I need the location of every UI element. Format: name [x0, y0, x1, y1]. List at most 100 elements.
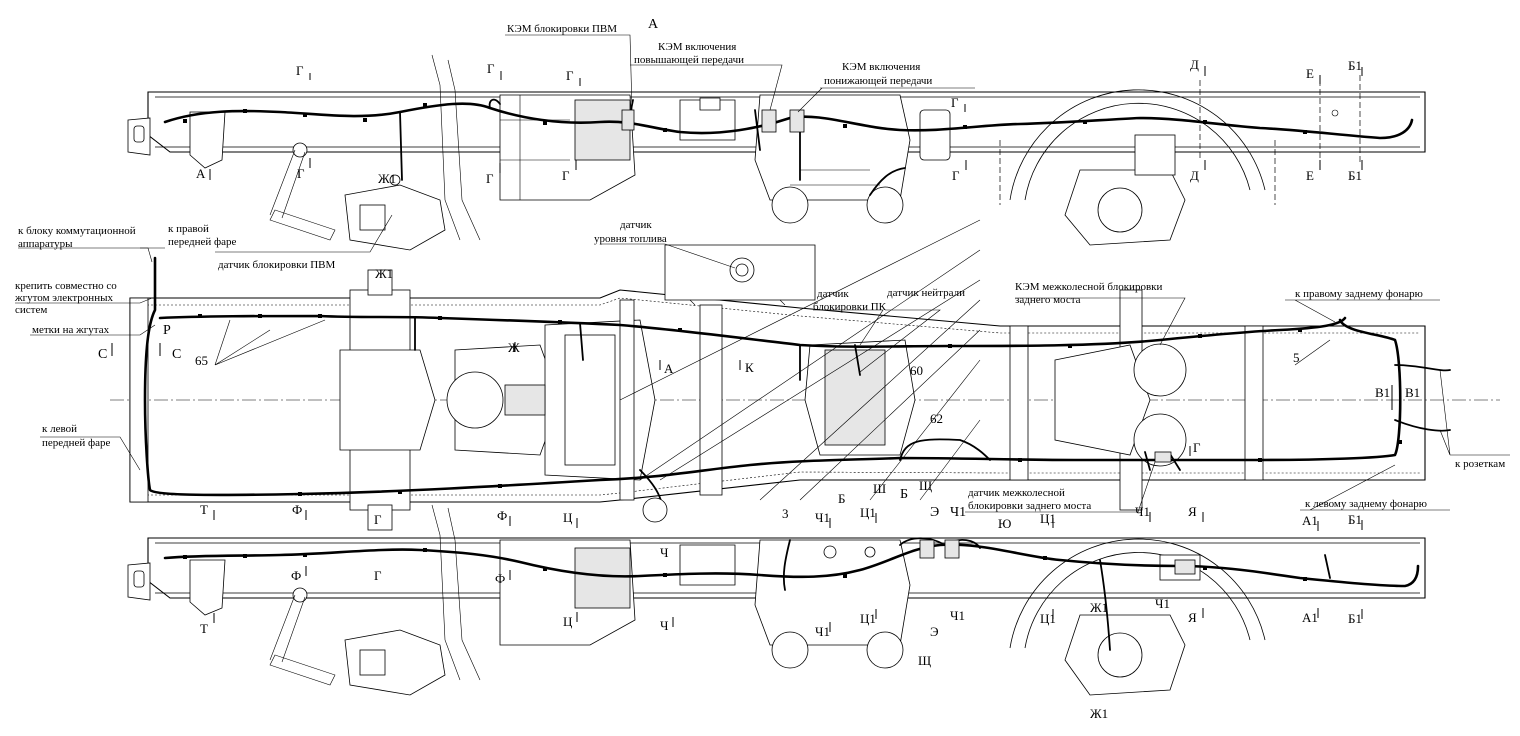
- section-t-2: Т: [200, 621, 208, 636]
- section-shch-2: Щ: [918, 653, 931, 668]
- section-zh1-2: Ж1: [375, 266, 393, 281]
- section-g-8: Г: [952, 168, 960, 183]
- section-ts1-1: Ц1: [860, 505, 876, 520]
- section-f-4: Ф: [495, 571, 505, 586]
- section-ch1-1: Ч1: [815, 510, 830, 525]
- section-t-1: Т: [200, 502, 208, 517]
- label-fix-together-1: крепить совместно со: [15, 280, 117, 292]
- label-sensor-rear-2: блокировки заднего моста: [968, 500, 1091, 512]
- label-harness-marks: метки на жгутах: [32, 324, 110, 336]
- label-sensor-fuel-1: датчик: [620, 219, 652, 231]
- section-zh1-1: Ж1: [378, 171, 396, 186]
- section-ch-1: Ч: [660, 545, 669, 560]
- label-to-right-front-1: к правой: [168, 223, 209, 235]
- section-zh1-4: Ж1: [1090, 706, 1108, 721]
- label-sensor-pk-2: блокировки ПК: [813, 301, 887, 313]
- section-g-10: Г: [374, 512, 382, 527]
- label-sensor-neutral: датчик нейтрали: [887, 287, 965, 299]
- section-p: Р: [163, 323, 171, 338]
- section-g-3: Г: [566, 68, 574, 83]
- position-5: 5: [1293, 350, 1300, 365]
- plan-view: [110, 219, 1500, 531]
- section-k: К: [745, 360, 754, 375]
- section-e-4: Э: [930, 624, 939, 639]
- label-to-left-front-1: к левой: [42, 423, 77, 435]
- section-a-1: А: [196, 166, 206, 181]
- label-kem-down-1: КЭМ включения: [842, 61, 920, 73]
- top-side-view: [127, 54, 1426, 251]
- label-sensor-pvm: датчик блокировки ПВМ: [218, 259, 336, 271]
- section-ch1-6: Ч1: [1155, 596, 1170, 611]
- label-fix-together-3: систем: [15, 304, 47, 316]
- label-kem-pvm: КЭМ блокировки ПВМ: [507, 23, 617, 35]
- section-e-3: Э: [930, 505, 939, 520]
- position-60: 60: [910, 363, 923, 378]
- section-ch1-3: Ч1: [950, 505, 966, 520]
- section-ts1-3: Ц1: [1040, 511, 1056, 526]
- section-ch1-4: Ч1: [950, 608, 965, 623]
- section-g-7: Г: [562, 168, 570, 183]
- section-ts-1: Ц: [563, 510, 573, 525]
- section-b1-1: Б1: [1348, 58, 1362, 73]
- bottom-side-view: [127, 504, 1426, 696]
- section-ch1-2: Ч1: [815, 624, 830, 639]
- label-to-right-front-2: передней фаре: [168, 236, 237, 248]
- section-d-2: Д: [1190, 168, 1199, 183]
- section-f-1: Ф: [292, 502, 302, 517]
- labels: А КЭМ блокировки ПВМ КЭМ включения повыш…: [14, 17, 1505, 721]
- label-to-right-rear: к правому заднему фонарю: [1295, 288, 1423, 300]
- section-c-1: С: [98, 347, 107, 362]
- position-62: 62: [930, 411, 943, 426]
- section-g-1: Г: [296, 63, 304, 78]
- section-ts1-2: Ц1: [860, 611, 876, 626]
- section-arrows: [111, 66, 1401, 632]
- leader-lines: [15, 34, 1510, 513]
- section-zh1-3: Ж1: [1090, 600, 1108, 615]
- label-kem-down-2: понижающей передачи: [824, 75, 932, 87]
- section-shch-1: Щ: [919, 478, 932, 493]
- section-f-3: Ф: [497, 508, 507, 523]
- section-e-1: Е: [1306, 66, 1314, 81]
- position-3: 3: [782, 506, 789, 521]
- label-kem-rear-1: КЭМ межколесной блокировки: [1015, 281, 1162, 293]
- label-sensor-rear-1: датчик межколесной: [968, 487, 1065, 499]
- section-v1-1: В1: [1375, 385, 1390, 400]
- section-g-6: Г: [486, 171, 494, 186]
- label-fix-together-2: жгутом электронных: [14, 292, 113, 304]
- section-b-2: Б: [900, 487, 908, 502]
- section-g-4: Г: [951, 95, 959, 110]
- section-g-9: Г: [1193, 440, 1201, 455]
- label-to-left-rear: к левому заднему фонарю: [1305, 498, 1427, 510]
- section-g-2: Г: [487, 61, 495, 76]
- section-ts-2: Ц: [563, 614, 573, 629]
- section-b-1: Б: [838, 491, 845, 506]
- section-a1-2: А1: [1302, 610, 1318, 625]
- label-kem-rear-2: заднего моста: [1015, 294, 1081, 306]
- label-to-left-front-2: передней фаре: [42, 437, 111, 449]
- section-yu: Ю: [998, 516, 1011, 531]
- section-g-11: Г: [374, 568, 382, 583]
- section-ch1-5: Ч1: [1135, 504, 1150, 519]
- position-65: 65: [195, 353, 208, 368]
- section-a1-1: А1: [1302, 513, 1318, 528]
- section-zh: Ж: [508, 340, 520, 355]
- section-ts1-4: Ц1: [1040, 611, 1056, 626]
- section-sh: Ш: [873, 481, 886, 496]
- label-sensor-fuel-2: уровня топлива: [594, 233, 667, 245]
- label-to-sockets: к розеткам: [1455, 458, 1505, 470]
- section-b1-4: Б1: [1348, 611, 1362, 626]
- label-kem-up-2: повышающей передачи: [634, 54, 744, 66]
- section-a-2: А: [664, 361, 674, 376]
- label-to-switch-block-2: аппаратуры: [18, 238, 73, 250]
- section-b1-2: Б1: [1348, 168, 1362, 183]
- section-ch-2: Ч: [660, 618, 669, 633]
- section-ya-1: Я: [1188, 504, 1197, 519]
- label-kem-up-1: КЭМ включения: [658, 41, 736, 53]
- view-label-a: А: [648, 17, 659, 32]
- section-f-2: Ф: [291, 568, 301, 583]
- section-d-1: Д: [1190, 57, 1199, 72]
- section-v1-2: В1: [1405, 385, 1420, 400]
- section-b1-3: Б1: [1348, 512, 1362, 527]
- label-to-switch-block-1: к блоку коммутационной: [18, 225, 136, 237]
